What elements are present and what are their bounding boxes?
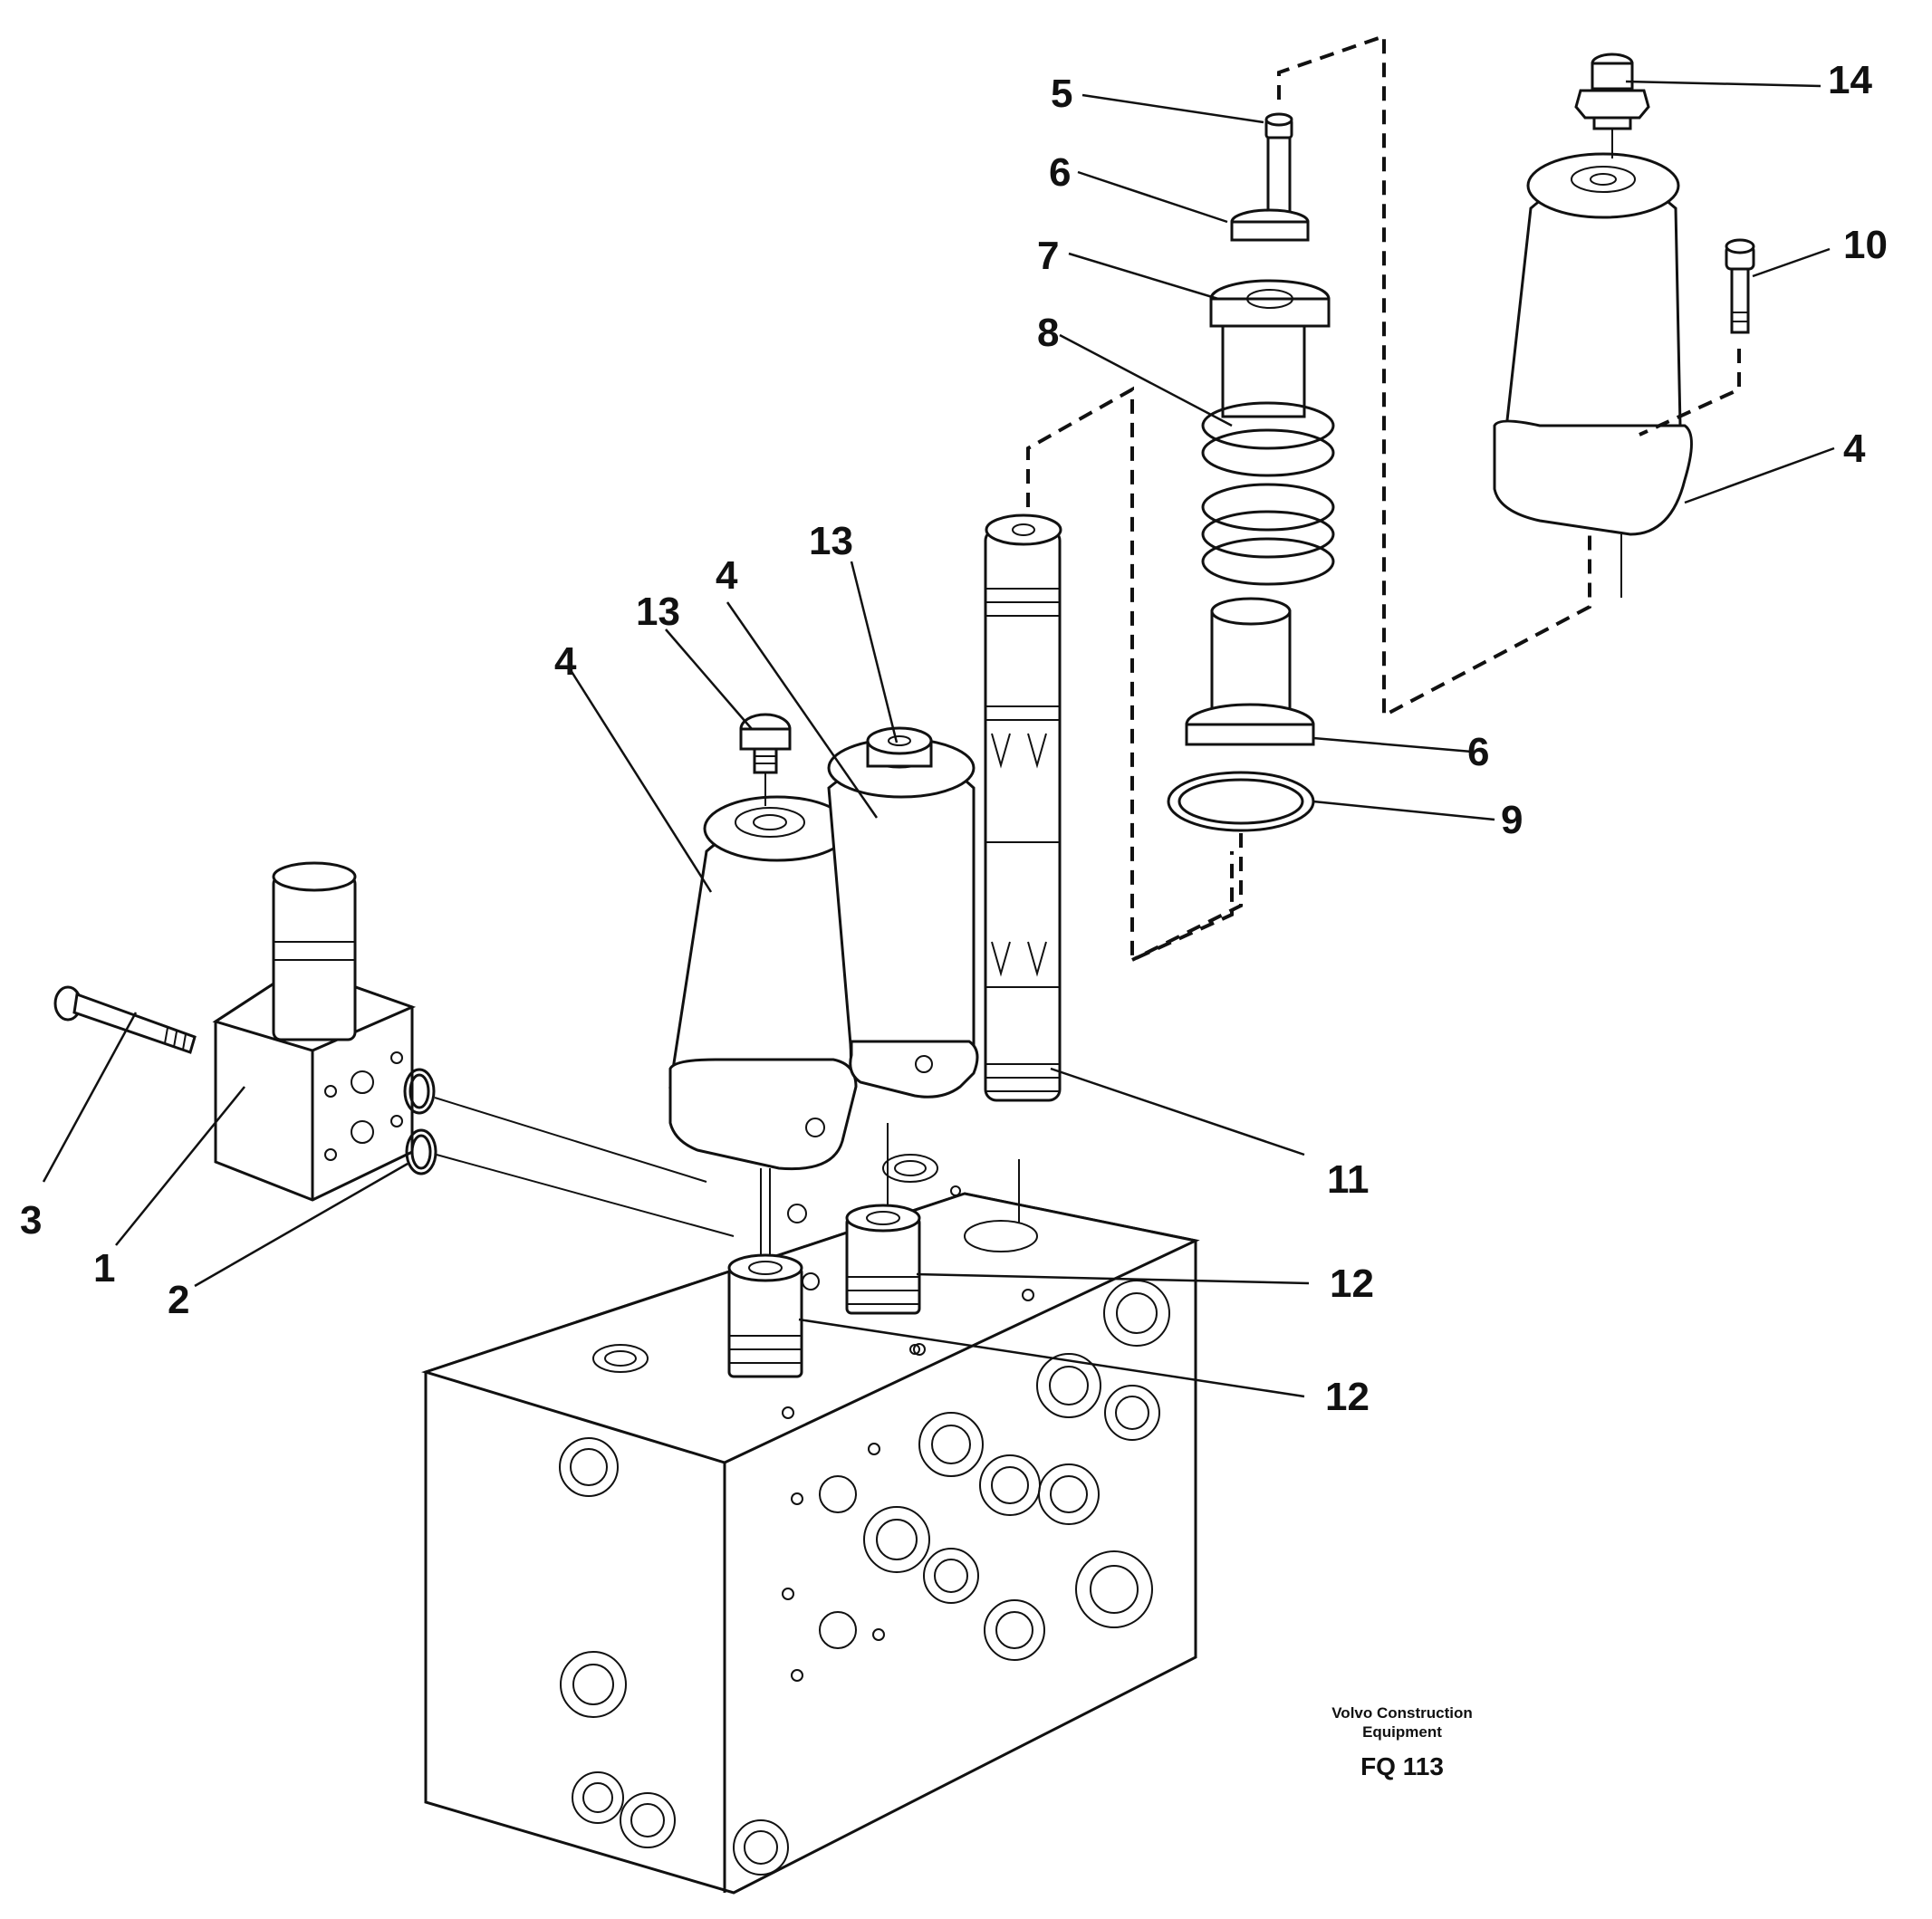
valve-cartridge-11 xyxy=(984,513,1062,1102)
fitting-14 xyxy=(1574,53,1650,130)
callout-9: 9 xyxy=(1501,798,1523,842)
spring-stack xyxy=(1185,112,1335,746)
callout-7: 7 xyxy=(1037,234,1059,278)
assembly-outline-b xyxy=(1131,833,1243,962)
callout-6-bottom: 6 xyxy=(1467,730,1489,774)
callout-13-left: 13 xyxy=(636,590,680,634)
assembly-outline-a xyxy=(1026,386,1234,964)
callout-14: 14 xyxy=(1828,58,1872,102)
callout-12-lower: 12 xyxy=(1325,1375,1370,1419)
pressure-reducing-valve-4c xyxy=(1493,152,1693,536)
callout-3: 3 xyxy=(20,1198,42,1243)
callout-numbers: 1 2 3 4 4 4 5 6 6 7 8 9 10 11 12 12 13 1… xyxy=(20,58,1888,1419)
solenoid-valve-1 xyxy=(212,861,417,1202)
drawing-code: FQ 113 xyxy=(1360,1752,1444,1780)
o-rings-2 xyxy=(403,1068,437,1175)
callout-12-upper: 12 xyxy=(1330,1262,1374,1306)
assembly-outline-c xyxy=(1277,34,1591,719)
callout-11: 11 xyxy=(1327,1157,1370,1202)
callout-4-middle: 4 xyxy=(716,553,738,598)
callout-10: 10 xyxy=(1843,223,1888,267)
brand-line-2: Equipment xyxy=(1362,1723,1442,1741)
leader-lines xyxy=(42,80,1835,1398)
callout-4-right: 4 xyxy=(1843,427,1866,471)
callout-13-right: 13 xyxy=(809,519,853,563)
adapter-12a xyxy=(845,1204,921,1315)
adapter-12b xyxy=(727,1253,803,1378)
o-ring-9 xyxy=(1167,771,1315,832)
drawing-caption: Volvo Construction Equipment FQ 113 xyxy=(1331,1704,1473,1780)
pressure-reducing-valve-4b xyxy=(827,726,979,1099)
callout-6-top: 6 xyxy=(1049,150,1071,195)
manifold-block xyxy=(421,1154,1200,1895)
bolt-3 xyxy=(53,985,197,1054)
brand-line-1: Volvo Construction xyxy=(1331,1704,1473,1722)
callout-4-left: 4 xyxy=(554,639,577,684)
callout-1: 1 xyxy=(93,1246,115,1291)
pressure-reducing-valve-4a xyxy=(668,795,858,1171)
callout-8: 8 xyxy=(1037,311,1059,355)
callout-5: 5 xyxy=(1051,72,1072,116)
screw-path xyxy=(1639,349,1741,437)
callout-2: 2 xyxy=(168,1278,189,1322)
screw-10 xyxy=(1725,238,1755,334)
